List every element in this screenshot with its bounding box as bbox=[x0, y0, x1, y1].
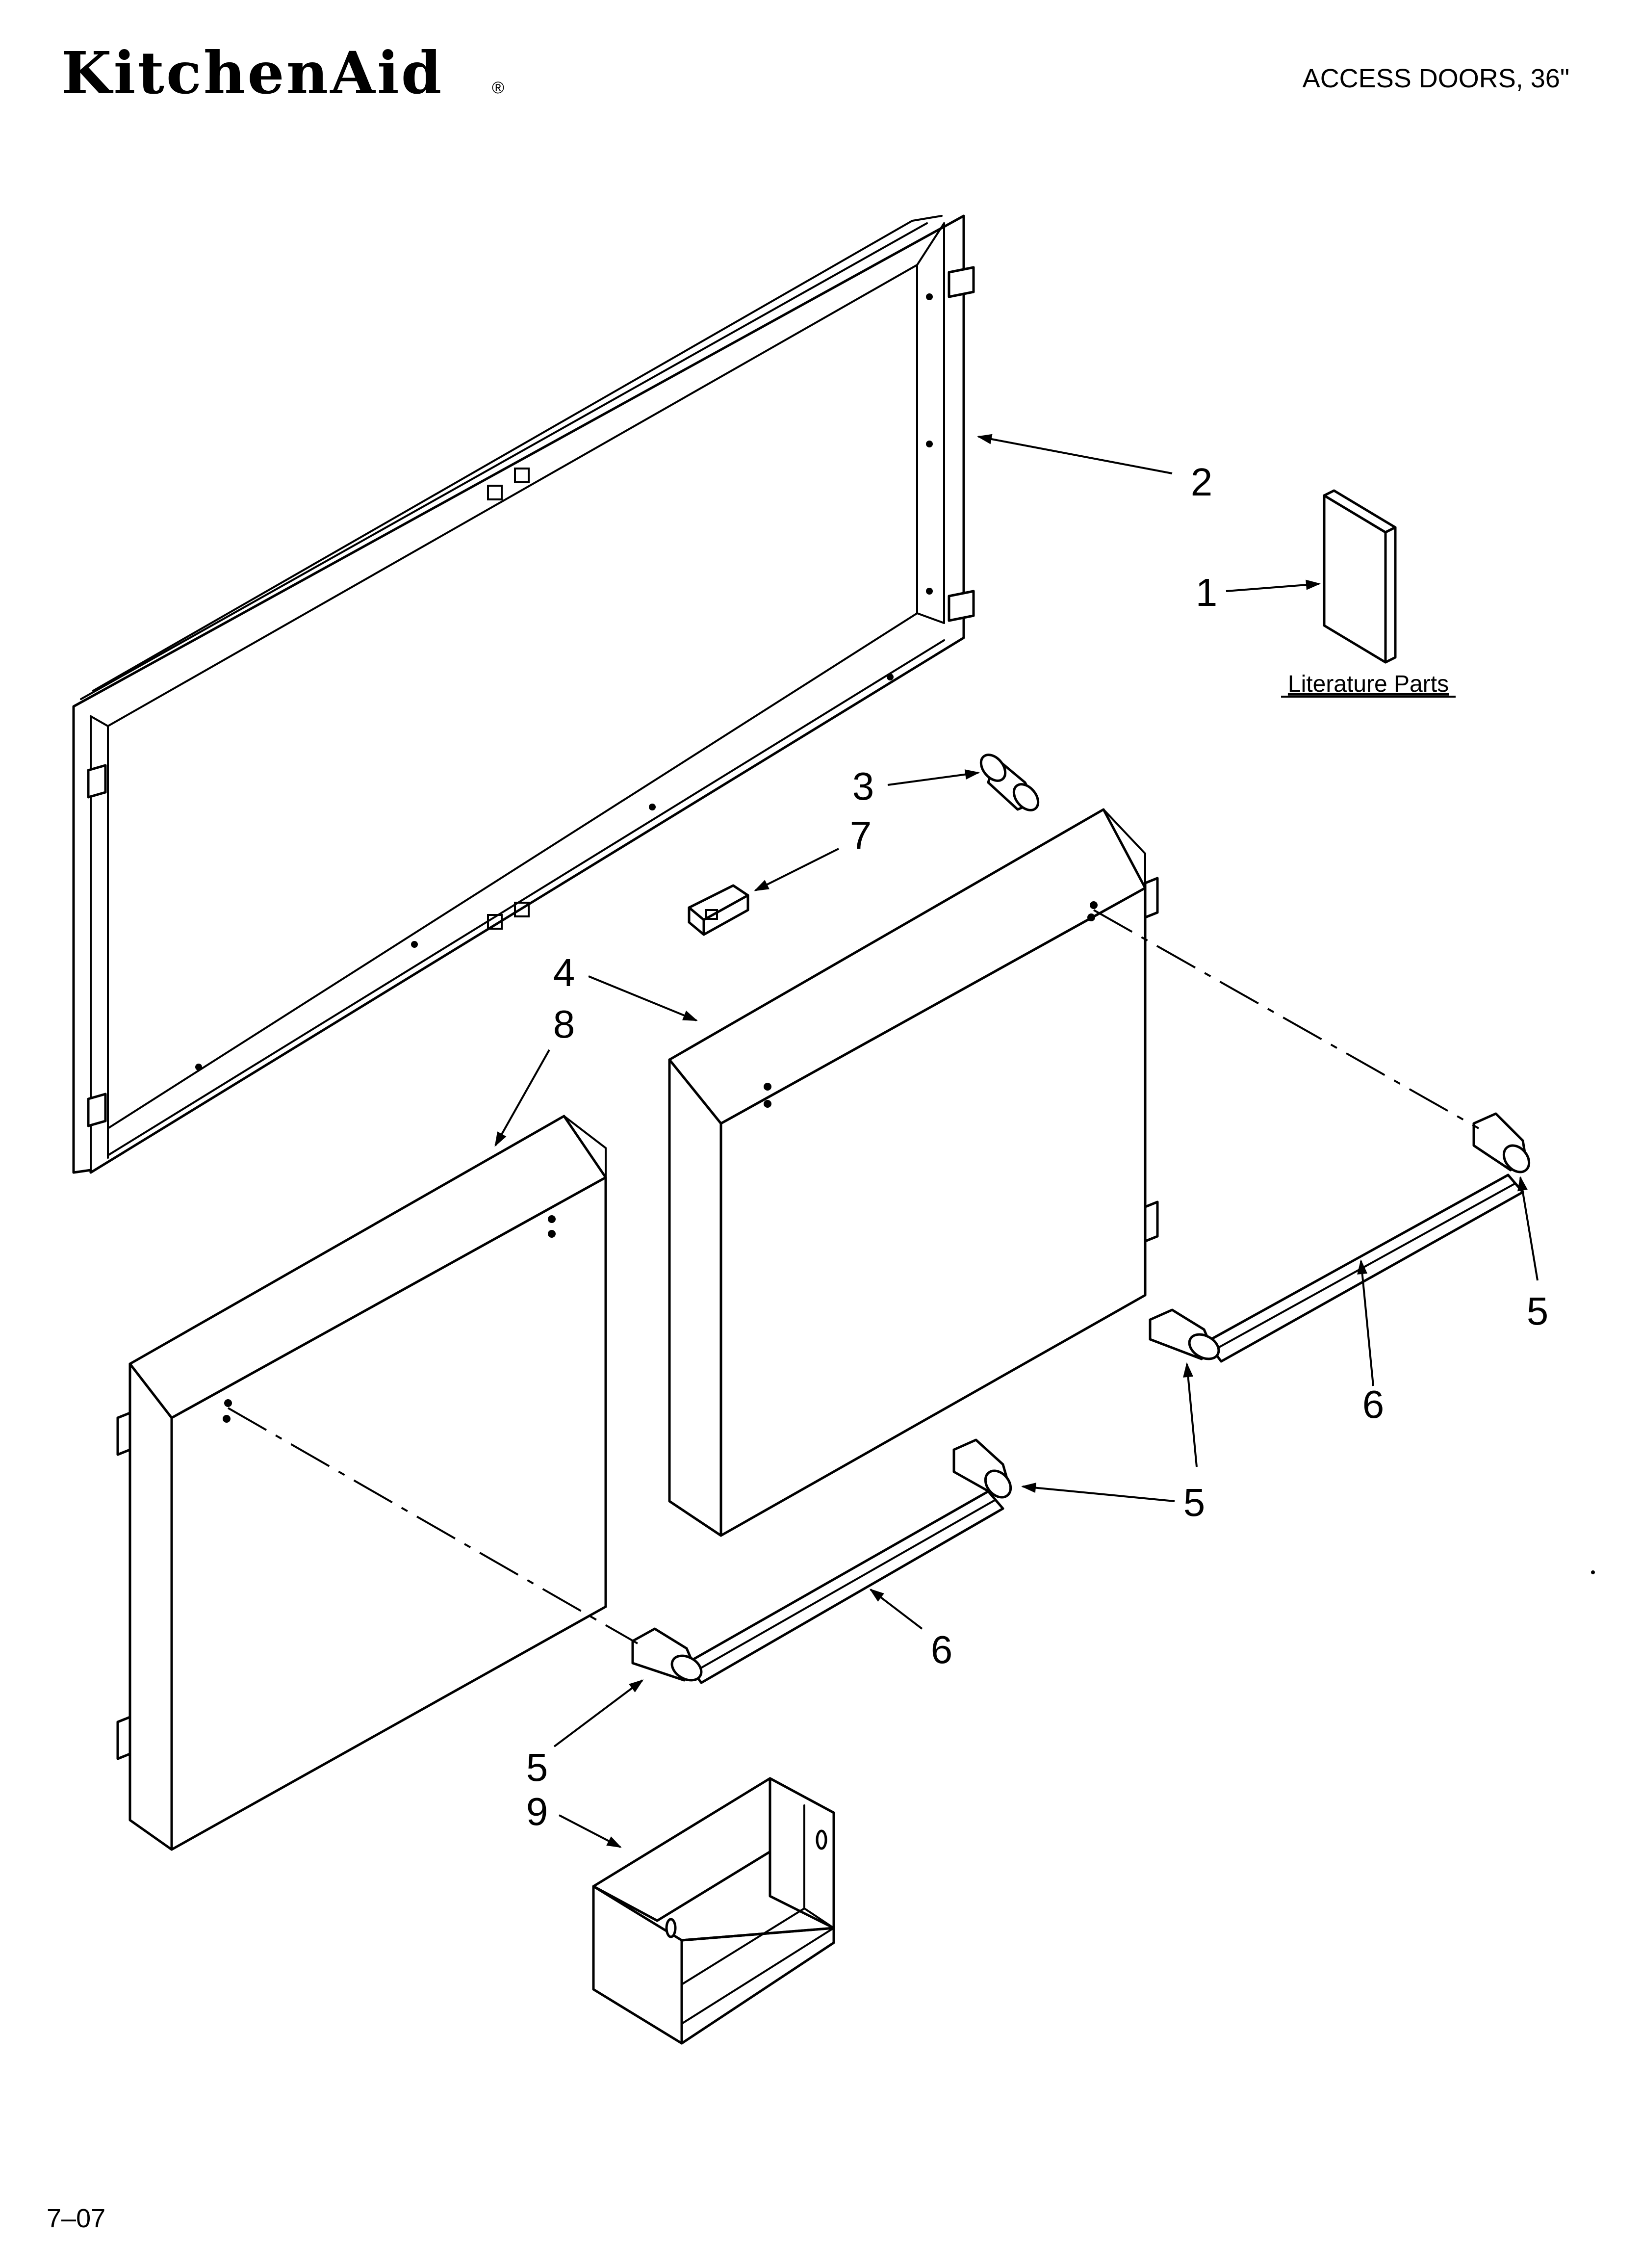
door-hole bbox=[1090, 901, 1098, 909]
handle-part-6-left bbox=[631, 1438, 1012, 1684]
leader-5-mid bbox=[1183, 1362, 1198, 1467]
leader-8 bbox=[494, 1049, 550, 1147]
callout-4: 4 bbox=[553, 951, 575, 994]
callout-5-top-right: 5 bbox=[1527, 1289, 1549, 1333]
door-hole bbox=[764, 1083, 771, 1091]
frame-hole bbox=[195, 1064, 202, 1070]
latch-part-7 bbox=[688, 884, 749, 936]
literature-parts-label: Literature Parts bbox=[1288, 671, 1449, 697]
leader-5-right-lower bbox=[1021, 1483, 1175, 1502]
leader-1 bbox=[1226, 579, 1321, 592]
frame-hole bbox=[926, 293, 933, 300]
door-hole bbox=[764, 1100, 771, 1108]
brand-logo: KitchenAid bbox=[61, 39, 443, 107]
callout-5-bottom-left: 5 bbox=[526, 1746, 548, 1789]
callout-9: 9 bbox=[526, 1790, 548, 1833]
callout-5-mid: 5 bbox=[1183, 1481, 1206, 1524]
door-part-4 bbox=[668, 808, 1159, 1537]
door-hole bbox=[548, 1215, 556, 1223]
frame-hole bbox=[649, 804, 656, 810]
frame-hole bbox=[926, 441, 933, 447]
frame-hole bbox=[887, 674, 894, 680]
callout-8: 8 bbox=[553, 1002, 575, 1046]
door-hole bbox=[223, 1415, 231, 1423]
callout-6-right: 6 bbox=[1362, 1382, 1385, 1426]
callout-2: 2 bbox=[1191, 460, 1213, 504]
leader-6-right bbox=[1357, 1259, 1374, 1386]
frame-hole bbox=[411, 941, 418, 948]
page-title: ACCESS DOORS, 36" bbox=[1303, 64, 1569, 93]
registered-mark: ® bbox=[492, 78, 504, 97]
leader-2 bbox=[977, 434, 1173, 474]
literature-part-1 bbox=[1323, 489, 1397, 664]
alignment-line bbox=[228, 1407, 638, 1644]
door-part-8 bbox=[116, 1115, 607, 1851]
leader-3 bbox=[887, 769, 980, 786]
callout-6-left: 6 bbox=[931, 1628, 953, 1671]
leader-9 bbox=[559, 1814, 622, 1848]
handle-part-6-right bbox=[1149, 1112, 1531, 1363]
leader-5-top-right bbox=[1517, 1176, 1539, 1281]
door-hole bbox=[548, 1230, 556, 1238]
leader-7 bbox=[754, 848, 839, 891]
callout-7: 7 bbox=[850, 813, 872, 857]
leader-6-left bbox=[869, 1589, 923, 1630]
door-hole bbox=[1087, 913, 1095, 921]
frame-part-2 bbox=[72, 214, 975, 1174]
leader-4 bbox=[588, 975, 698, 1021]
callout-1: 1 bbox=[1196, 571, 1218, 614]
bracket-part-9 bbox=[592, 1777, 835, 2045]
door-hole bbox=[224, 1399, 232, 1407]
footer-code: 7–07 bbox=[47, 2204, 105, 2233]
callout-3: 3 bbox=[852, 764, 874, 808]
leader-5-bottom-left bbox=[553, 1679, 644, 1747]
stray-dot bbox=[1591, 1570, 1595, 1574]
frame-hole bbox=[926, 588, 933, 595]
alignment-line bbox=[1093, 909, 1479, 1129]
bumper-part-3 bbox=[979, 754, 1040, 811]
